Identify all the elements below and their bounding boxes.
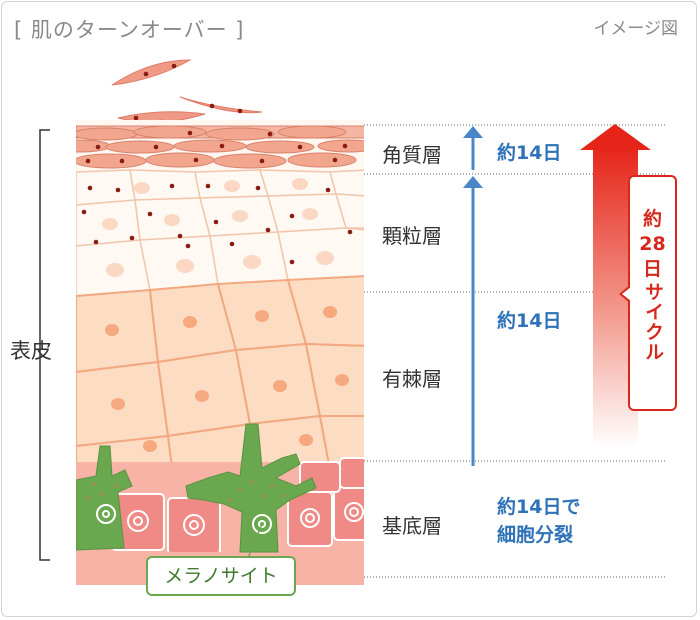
diagram-title: [ 肌のターンオーバー ]	[14, 18, 245, 42]
blue-arrow-corneum-head	[463, 126, 483, 138]
cycle-text: 約 28 日 サイクル	[630, 207, 675, 362]
epidermis-bracket	[39, 129, 50, 561]
layer-label-granular: 顆粒層	[382, 224, 442, 248]
melanocyte-label: メラノサイト	[146, 556, 296, 596]
duration-middle: 約14日	[497, 310, 562, 332]
cycle-callout: 約 28 日 サイクル	[619, 175, 677, 411]
melanocyte-pointer	[247, 523, 263, 559]
melanocyte-cells	[76, 423, 317, 553]
granular-nuclei	[102, 178, 334, 277]
cycle-text-line2: 28	[639, 233, 666, 255]
image-note: イメージ図	[593, 19, 678, 39]
corneum-pigment	[85, 130, 348, 164]
spinous-nuclei	[105, 306, 349, 452]
cycle-text-line4: サイクル	[642, 282, 664, 362]
blue-arrows	[463, 126, 483, 466]
duration-basal-line1: 約14日で	[497, 496, 581, 518]
granular-pigment	[81, 183, 353, 265]
layer-label-spinous: 有棘層	[382, 367, 442, 391]
layer-label-basal: 基底層	[382, 514, 442, 538]
flaking-cells	[111, 59, 263, 125]
cycle-text-line3: 日	[642, 258, 662, 280]
red-arrow-head	[580, 124, 651, 150]
duration-corneum: 約14日	[497, 142, 562, 164]
blue-arrow-main-head	[463, 176, 483, 188]
basal-nuclei	[127, 502, 364, 536]
stratum-corneum-cells	[76, 125, 364, 169]
cycle-text-line1: 約	[642, 208, 662, 230]
layer-dividers	[364, 124, 665, 578]
melanin-granules	[86, 480, 286, 502]
layer-label-stratum-corneum: 角質層	[382, 143, 442, 167]
melanocyte-nuclei	[96, 504, 272, 534]
duration-basal-line2: 細胞分裂	[497, 524, 574, 546]
epidermis-label: 表皮	[10, 339, 52, 363]
